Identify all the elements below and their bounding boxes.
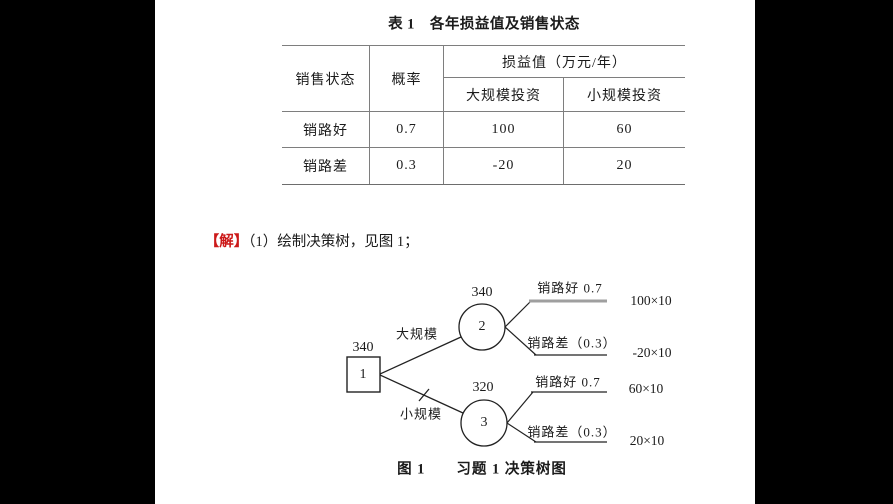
header-small-investment: 小规模投资 <box>587 88 662 104</box>
figure-caption: 图 1 习题 1 决策树图 <box>397 461 567 478</box>
node2-bad-fork-line <box>504 326 537 356</box>
outcome-value-n2-bad: -20×10 <box>632 345 672 361</box>
branch-large-line <box>379 336 462 375</box>
cell-row1-large-value: 100 <box>444 111 564 147</box>
outcome-value-n2-good: 100×10 <box>630 293 672 309</box>
document-page: 表 1 各年损益值及销售状态 销售状态 概率 损益值（万元/年） 大规模投资 小… <box>155 0 755 504</box>
chance-node-2-value: 340 <box>471 284 493 300</box>
decision-tree-lines <box>346 299 607 447</box>
cell-row1-probability: 0.7 <box>370 111 444 147</box>
outcome-label-n3-good: 销路好 0.7 <box>535 374 601 390</box>
branch-label-large-scale: 大规模 <box>395 326 439 342</box>
header-large-investment: 大规模投资 <box>444 78 564 111</box>
cell-row1-small-value: 60 <box>564 111 685 147</box>
right-black-bar <box>755 0 893 504</box>
cell-row2-small-value: 20 <box>564 147 685 184</box>
decision-node-number: 1 <box>359 366 367 382</box>
node2-good-fork-line <box>504 300 532 328</box>
prune-slash-mark <box>418 388 430 402</box>
table-title: 表 1 各年损益值及销售状态 <box>388 16 580 33</box>
cell-row2-probability: 0.3 <box>370 147 444 184</box>
solution-marker: 【解】 <box>204 234 249 250</box>
solution-text: （1）绘制决策树，见图 1； <box>248 234 419 250</box>
outcome-label-n2-bad: 销路差（0.3） <box>527 335 617 351</box>
decision-node-square <box>346 356 381 393</box>
header-profit-value-group: 损益值（万元/年） <box>444 46 685 78</box>
decision-node-value: 340 <box>352 339 374 355</box>
node3-bad-fork-line <box>506 422 537 443</box>
solution-line: 【解】（1）绘制决策树，见图 1； <box>183 213 419 268</box>
outcome-label-n3-bad: 销路差（0.3） <box>527 424 617 440</box>
cell-row2-status: 销路差 <box>282 147 370 184</box>
branch-label-small-scale: 小规模 <box>399 406 443 422</box>
header-sales-status: 销售状态 <box>282 46 370 111</box>
outcome-label-n2-good: 销路好 0.7 <box>537 280 603 296</box>
cell-row1-status: 销路好 <box>282 111 370 147</box>
chance-node-3-number: 3 <box>480 414 488 430</box>
left-black-bar <box>0 0 155 504</box>
node3-good-fork-line <box>506 391 534 424</box>
chance-node-2-number: 2 <box>478 318 486 334</box>
header-probability: 概率 <box>370 46 444 111</box>
profit-table: 销售状态 概率 损益值（万元/年） 大规模投资 小规模投资 销路好 0.7 10… <box>282 45 685 185</box>
chance-node-3-value: 320 <box>472 379 494 395</box>
cell-row2-large-value: -20 <box>444 147 564 184</box>
outcome-value-n3-good: 60×10 <box>628 381 664 397</box>
outcome-value-n3-bad: 20×10 <box>629 433 665 449</box>
branch-small-line <box>379 374 464 414</box>
chance-node-3-circle <box>460 399 508 447</box>
chance-node-2-circle <box>458 303 506 351</box>
